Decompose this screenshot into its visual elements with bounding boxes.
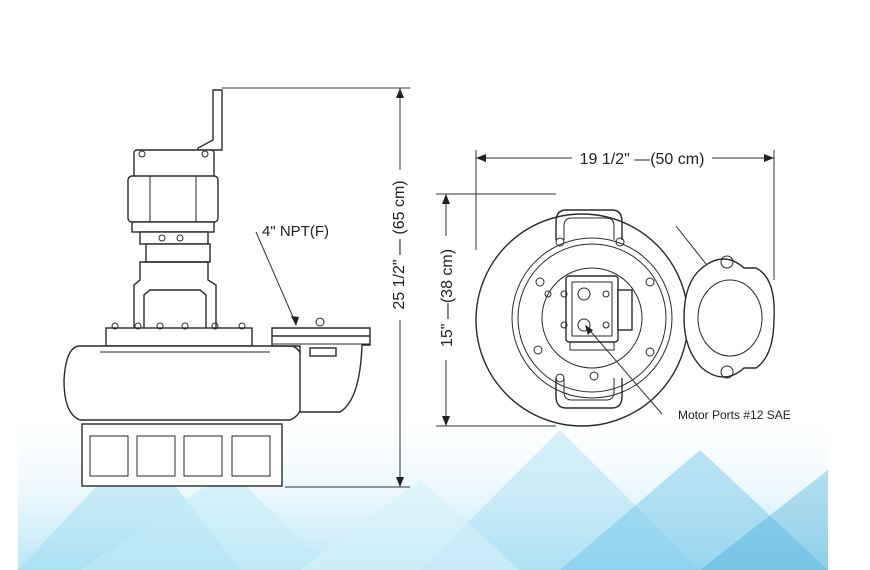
pump-side-view	[63, 89, 371, 487]
height-dimension: 25 1/2" — (65 cm)	[222, 87, 410, 488]
discharge-callout: 4" NPT(F)	[255, 223, 329, 326]
discharge-label: 4" NPT(F)	[262, 223, 329, 240]
depth-dimension: 15" —(38 cm)	[436, 193, 556, 427]
width-label: 19 1/2" —(50 cm)	[580, 151, 705, 168]
pump-top-view	[475, 209, 775, 427]
background-geometric-pattern	[18, 400, 828, 570]
depth-label: 15" —(38 cm)	[439, 249, 456, 347]
motor-ports-label: Motor Ports #12 SAE	[678, 408, 791, 422]
motor-ports-callout: Motor Ports #12 SAE	[585, 325, 791, 422]
height-label: 25 1/2" — (65 cm)	[391, 180, 408, 309]
width-dimension: 19 1/2" —(50 cm)	[475, 150, 775, 280]
